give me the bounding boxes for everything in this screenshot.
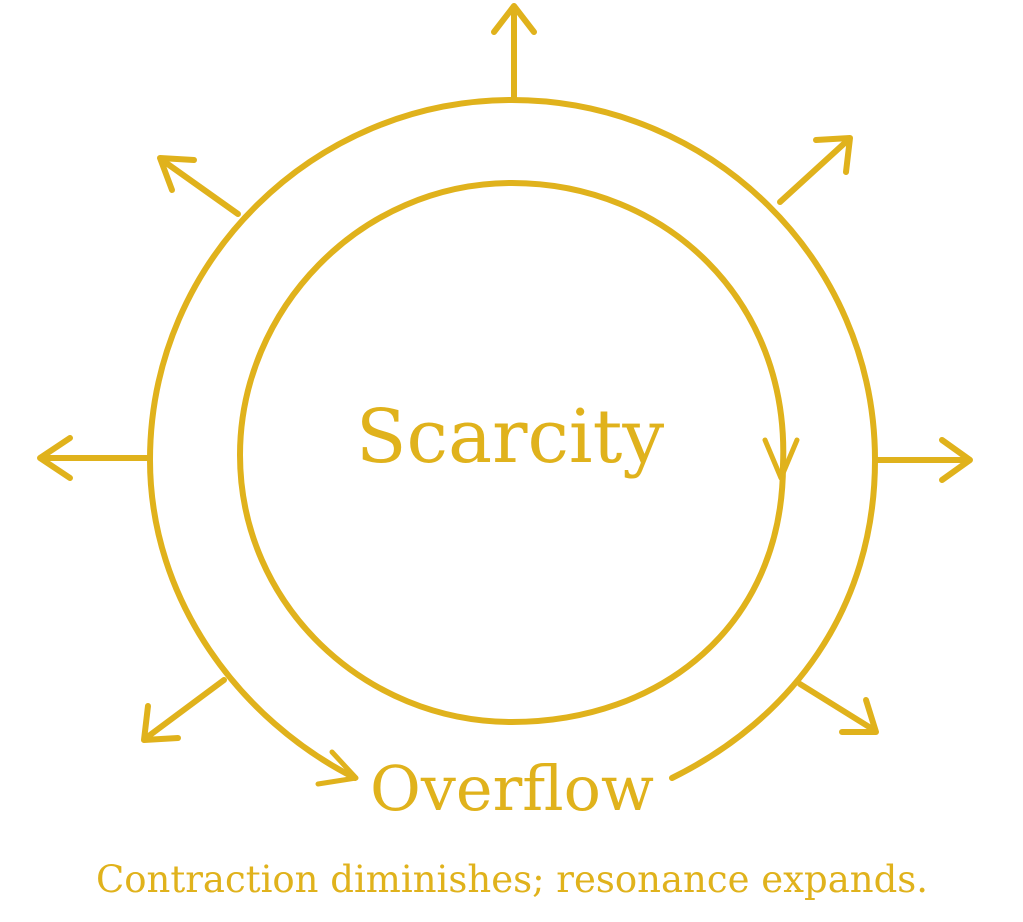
arrow-icon [491, 3, 537, 101]
arrow-icon [777, 135, 853, 205]
outer-label: Overflow [370, 752, 654, 825]
caption: Contraction diminishes; resonance expand… [96, 858, 928, 901]
inner-cycle-arrowhead-icon [762, 437, 800, 481]
arrow-icon [797, 681, 879, 735]
arrow-icon [874, 437, 973, 483]
radiating-arrows [37, 3, 973, 743]
arrow-icon [157, 155, 241, 217]
center-label: Scarcity [356, 394, 664, 480]
arrow-icon [37, 435, 151, 481]
outer-cycle-arrowhead-icon [315, 749, 359, 787]
inner-cycle-ring [237, 180, 787, 725]
arrow-icon [141, 677, 227, 743]
